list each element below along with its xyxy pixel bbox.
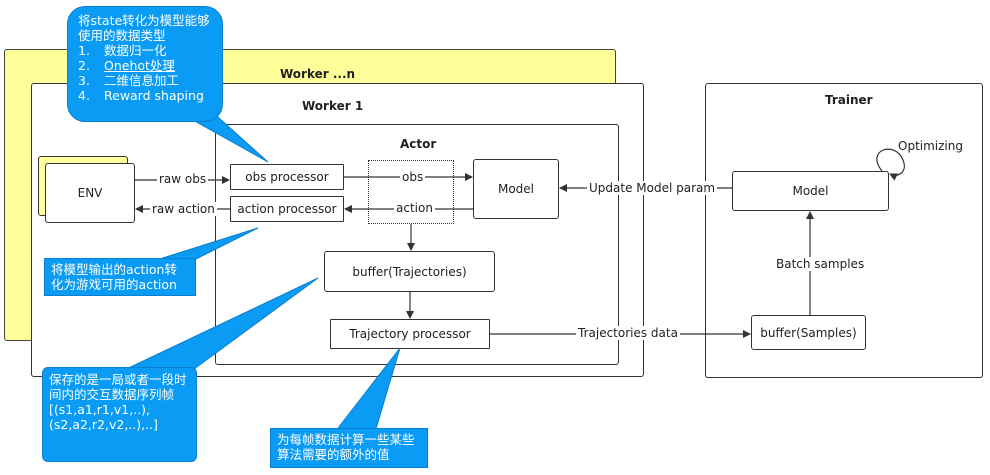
trainer-model-label: Model xyxy=(792,184,829,198)
action-label: action xyxy=(394,201,435,215)
trainer-buffer-label: buffer(Samples) xyxy=(760,325,857,340)
obs-processor-label: obs processor xyxy=(245,170,329,184)
trainer-buffer-box: buffer(Samples) xyxy=(751,315,866,350)
callout-state: 将state转化为模型能够使用的数据类型 1.数据归一化 2.Onehot处理 … xyxy=(67,6,223,122)
trajectory-buffer-box: buffer(Trajectories) xyxy=(324,251,495,292)
worker-1-title: Worker 1 xyxy=(302,99,364,113)
callout-state-item-1: 数据归一化 xyxy=(104,43,167,58)
actor-model-label: Model xyxy=(497,182,535,196)
env-label: ENV xyxy=(77,186,103,200)
trainer-title: Trainer xyxy=(825,93,873,107)
raw-action-label: raw action xyxy=(150,202,217,216)
raw-obs-label: raw obs xyxy=(157,172,209,186)
callout-action: 将模型输出的action转化为游戏可用的action xyxy=(44,258,196,296)
trajectories-data-label: Trajectories data xyxy=(576,326,680,340)
trainer-model-box: Model xyxy=(732,171,889,211)
callout-state-item-3: 二维信息加工 xyxy=(104,73,180,88)
callout-state-item-4: Reward shaping xyxy=(104,88,204,103)
optimizing-label: Optimizing xyxy=(898,139,963,153)
update-model-param-label: Update Model param xyxy=(587,181,718,195)
callout-state-item-2: Onehot处理 xyxy=(104,58,175,73)
env-box: ENV xyxy=(45,163,135,223)
interface-dotted-box xyxy=(368,160,454,224)
worker-n-title: Worker ...n xyxy=(280,67,356,81)
actor-model-box: Model xyxy=(473,159,559,219)
action-processor-box: action processor xyxy=(230,196,344,222)
callout-buffer: 保存的是一局或者一段时间内的交互数据序列帧 [(s1,a1,r1,v1,..),… xyxy=(42,367,197,462)
trajectory-processor-label: Trajectory processor xyxy=(349,327,471,341)
obs-label: obs xyxy=(400,170,426,184)
actor-title: Actor xyxy=(400,137,437,151)
action-processor-label: action processor xyxy=(237,202,337,216)
callout-state-intro: 将state转化为模型能够使用的数据类型 xyxy=(78,13,210,43)
trajectory-processor-box: Trajectory processor xyxy=(330,319,490,349)
batch-samples-label: Batch samples xyxy=(774,257,867,271)
obs-processor-box: obs processor xyxy=(230,164,344,190)
callout-trajectory: 为每帧数据计算一些某些算法需要的额外的值 xyxy=(270,428,428,468)
trajectory-buffer-label: buffer(Trajectories) xyxy=(352,264,467,279)
